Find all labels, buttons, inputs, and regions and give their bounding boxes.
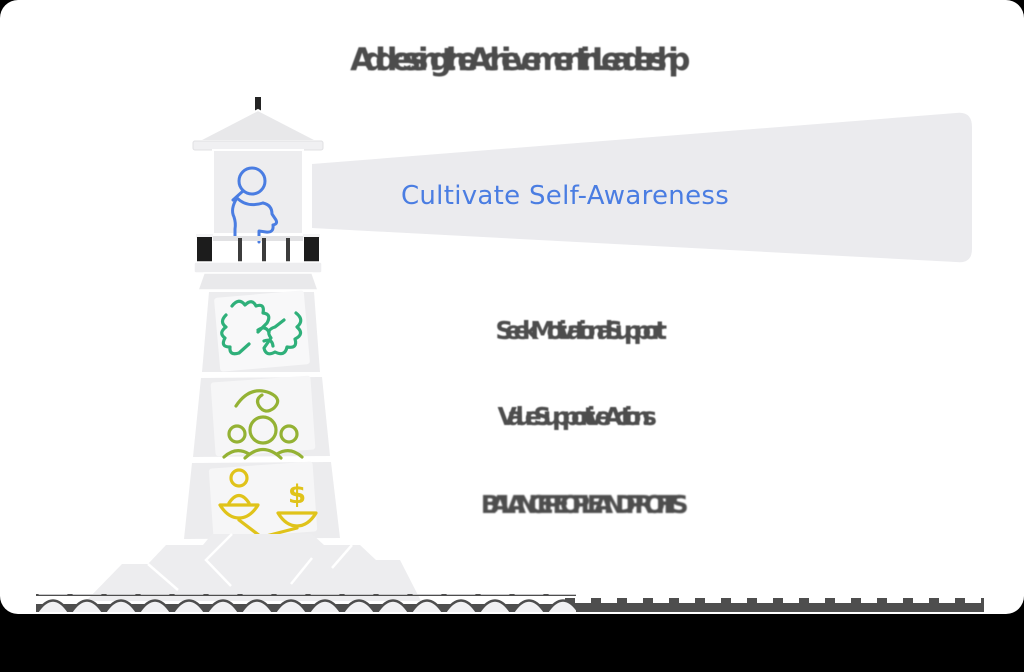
row-label-actions: Value Supportive Actions — [497, 402, 658, 431]
self-awareness-icon — [231, 166, 279, 244]
row-label-support: Seek Motivational Support — [495, 316, 667, 345]
clasped-hands-support-icon — [220, 299, 303, 356]
infographic-title: Addressing the Achievement in Leadership — [350, 42, 690, 78]
water-waves — [36, 594, 984, 612]
light-beam — [312, 112, 972, 263]
dollar-glyph: $ — [288, 480, 306, 510]
hand-over-team-icon — [222, 389, 304, 460]
gallery-railing — [193, 234, 323, 291]
white-canvas: $ Addressing the Achievement in Leadersh… — [0, 0, 1024, 614]
beacon-label: Cultivate Self-Awareness — [400, 181, 730, 211]
tier-1-tile — [214, 290, 310, 372]
lighthouse-scene: $ — [36, 97, 984, 612]
row-label-balance: BALANCE PEOPLE AND PROFITS — [480, 490, 689, 519]
lantern-roof — [192, 108, 324, 151]
rock-base — [86, 533, 421, 601]
